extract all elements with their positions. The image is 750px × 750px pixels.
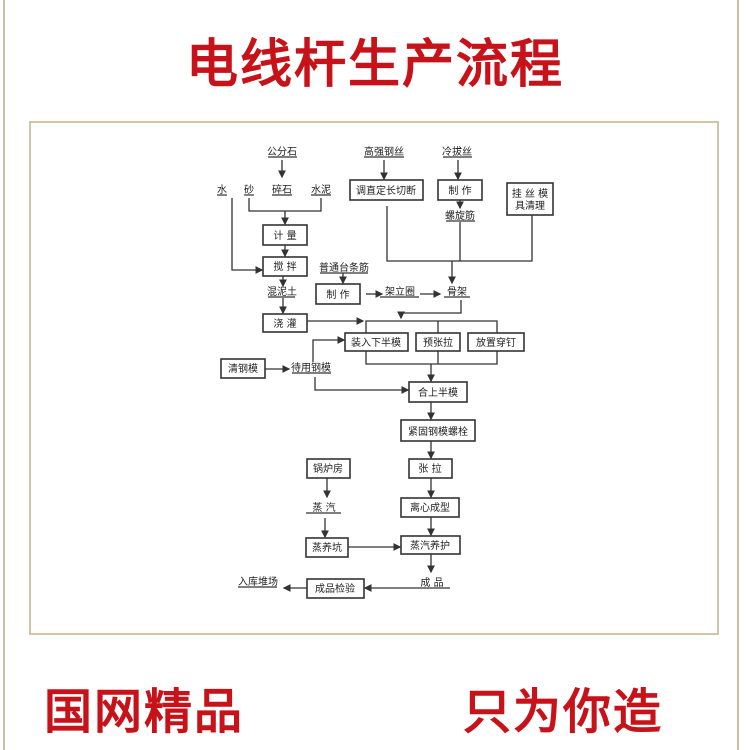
box-tension: 张 拉 <box>418 462 441 475</box>
box-load-lower-mold: 装入下半模 <box>351 336 401 349</box>
label-cold-drawn-wire: 冷拔丝 <box>442 145 472 158</box>
diagram-frame <box>29 121 719 635</box>
boxes <box>220 179 554 599</box>
box-pre-tension: 预张拉 <box>423 336 453 349</box>
box-tighten-bolts: 紧固钢模螺栓 <box>408 425 468 438</box>
box-close-upper-mold: 合上半模 <box>418 386 458 399</box>
label-steam: 蒸 汽 <box>312 501 335 514</box>
label-spiral-rebar: 螺旋筋 <box>445 209 475 222</box>
box-mixing: 搅 拌 <box>273 260 296 273</box>
label-gravel: 碎石 <box>272 183 292 196</box>
label-cement: 水泥 <box>311 183 331 196</box>
box-make-1: 制 作 <box>326 288 349 301</box>
label-high-strength-wire: 高强钢丝 <box>364 145 404 158</box>
box-steam-curing: 蒸汽养护 <box>410 539 450 552</box>
box-make-2: 制 作 <box>448 184 471 197</box>
box-metering: 计 量 <box>273 229 296 242</box>
box-clean-mold: 清钢模 <box>228 362 258 375</box>
label-finished-product: 成 品 <box>420 577 443 589</box>
box-mold-clean-line2: 具清理 <box>515 199 545 212</box>
box-steam-pit: 蒸养坑 <box>312 541 342 554</box>
connectors <box>231 160 533 592</box>
box-centrifugal-forming: 离心成型 <box>410 501 450 514</box>
box-place-pins: 放置穿钉 <box>476 336 516 349</box>
left-edge-line <box>3 0 5 750</box>
label-ordinary-rebar: 普通台条筋 <box>319 261 369 274</box>
label-concrete: 混泥土 <box>267 285 297 298</box>
box-product-inspection: 成品检验 <box>315 582 355 595</box>
label-water: 水 <box>217 184 227 196</box>
label-skeleton: 骨架 <box>447 286 467 298</box>
box-mold-clean-line1: 挂 丝 模 <box>512 187 548 200</box>
right-edge-line <box>737 0 739 750</box>
label-frame-ring: 架立圈 <box>385 285 415 298</box>
slogan-right: 只为你造 <box>463 684 664 740</box>
label-gongfenshi: 公分石 <box>267 146 297 158</box>
label-sand: 砂 <box>244 183 254 196</box>
underlines <box>217 156 475 589</box>
slogan-left: 国网精品 <box>44 684 245 740</box>
box-boiler-room: 锅炉房 <box>313 462 343 475</box>
label-warehouse: 入库堆场 <box>238 575 278 588</box>
label-standby-mold: 待用钢模 <box>291 361 331 374</box>
page-title: 电线杆生产流程 <box>185 34 564 95</box>
box-pouring: 浇 灌 <box>273 317 296 330</box>
box-straighten-cut: 调直定长切断 <box>356 184 416 197</box>
